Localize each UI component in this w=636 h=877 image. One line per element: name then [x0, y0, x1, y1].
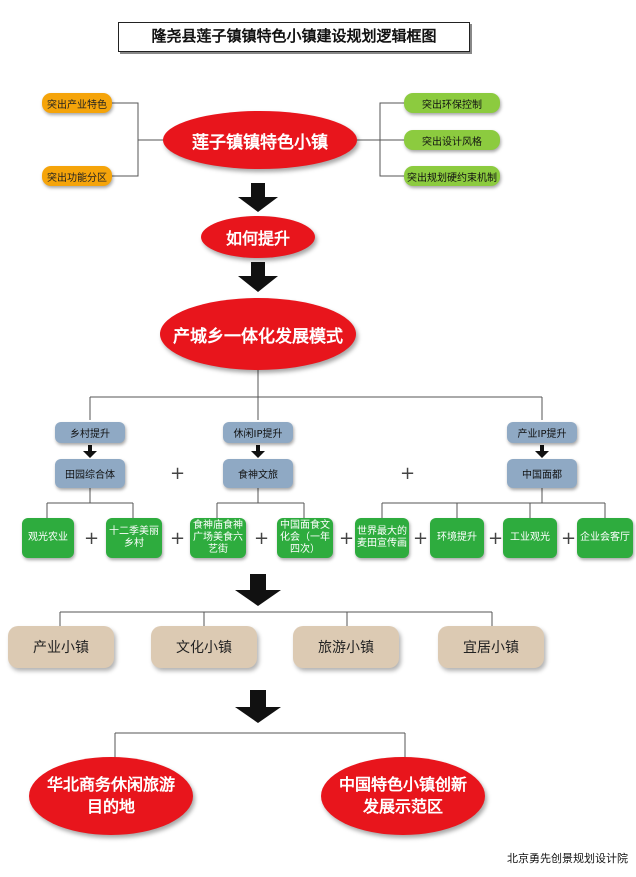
- town-industry: 产业小镇: [8, 626, 114, 668]
- child-sightseeing-agri: 观光农业: [22, 518, 74, 558]
- child-wheat-field-painting: 世界最大的麦田宣传画: [355, 518, 409, 558]
- branch-node-food-god: 食神文旅: [223, 459, 293, 488]
- plus-sign: +: [170, 463, 186, 484]
- right-item-constraint: 突出规划硬约束机制: [404, 166, 500, 186]
- town-livable: 宜居小镇: [438, 626, 544, 668]
- child-reception-hall: 企业会客厅: [577, 518, 633, 558]
- child-environment: 环境提升: [430, 518, 484, 558]
- branch-node-noodle-capital: 中国面都: [507, 459, 577, 488]
- plus-sign: +: [339, 528, 355, 549]
- left-item-industry: 突出产业特色: [42, 93, 112, 113]
- plus-sign: +: [413, 528, 429, 549]
- how-to-improve-node: 如何提升: [201, 216, 315, 258]
- left-item-function: 突出功能分区: [42, 166, 112, 186]
- branch-label-rural: 乡村提升: [55, 422, 125, 443]
- plus-sign: +: [84, 528, 100, 549]
- down-arrow-1: [238, 183, 278, 212]
- down-arrow-3: [235, 574, 281, 606]
- plus-sign: +: [561, 528, 577, 549]
- child-food-temple: 食神庙食神广场美食六艺街: [190, 518, 246, 558]
- page-title: 隆尧县莲子镇镇特色小镇建设规划逻辑框图: [118, 22, 470, 52]
- branch-node-pastoral: 田园综合体: [55, 459, 125, 488]
- right-item-env: 突出环保控制: [404, 93, 500, 113]
- plus-sign: +: [170, 528, 186, 549]
- child-twelve-seasons: 十二季美丽乡村: [106, 518, 162, 558]
- center-node: 莲子镇镇特色小镇: [163, 111, 357, 169]
- down-arrow-2: [238, 262, 278, 292]
- town-culture: 文化小镇: [151, 626, 257, 668]
- branch-label-industry: 产业IP提升: [507, 422, 577, 443]
- goal-business-leisure: 华北商务休闲旅游目的地: [29, 757, 193, 835]
- plus-sign: +: [400, 463, 416, 484]
- plus-sign: +: [254, 528, 270, 549]
- credit-text: 北京勇先创景规划设计院: [507, 852, 628, 865]
- right-item-design: 突出设计风格: [404, 130, 500, 150]
- town-tourism: 旅游小镇: [293, 626, 399, 668]
- plus-sign: +: [488, 528, 504, 549]
- integration-model-node: 产城乡一体化发展模式: [160, 298, 356, 370]
- branch-label-leisure: 休闲IP提升: [223, 422, 293, 443]
- goal-demo-zone: 中国特色小镇创新发展示范区: [321, 757, 485, 835]
- child-industrial-tour: 工业观光: [503, 518, 557, 558]
- child-noodle-festival: 中国面食文化会（一年四次）: [277, 518, 333, 558]
- down-arrow-4: [235, 690, 281, 723]
